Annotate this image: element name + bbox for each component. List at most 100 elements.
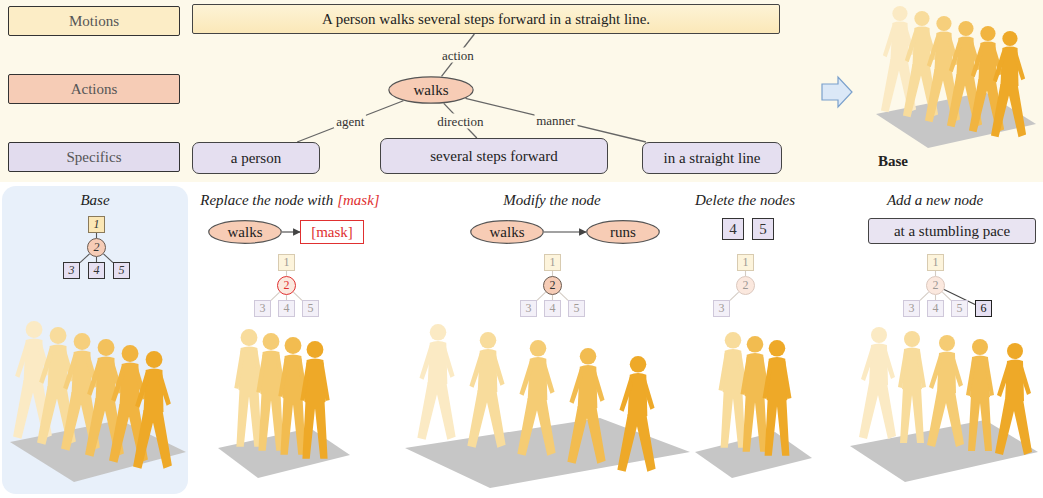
action-node: walks xyxy=(208,220,282,244)
node-text: Actions xyxy=(71,81,118,98)
figure xyxy=(517,340,555,456)
tree-node: 2 xyxy=(736,276,755,295)
action-node: walks xyxy=(470,220,544,244)
node-text: 3 xyxy=(909,301,915,316)
specific-box: several steps forward xyxy=(380,138,608,174)
node-text: 5 xyxy=(957,301,963,316)
specific-box: in a straight line xyxy=(642,142,782,174)
level-label: Specifics xyxy=(8,142,180,172)
connector xyxy=(730,292,739,300)
edge-label: agent xyxy=(334,114,366,129)
tree-node: 1 xyxy=(927,254,944,271)
mask-render xyxy=(218,329,350,478)
node-text: Motions xyxy=(69,13,119,30)
figure xyxy=(133,351,172,469)
figure xyxy=(417,324,455,440)
node-text: 1 xyxy=(94,217,100,232)
base-render-top xyxy=(876,6,1036,148)
tree-node: 1 xyxy=(88,216,105,233)
tree-node: 5 xyxy=(951,300,968,317)
figure xyxy=(859,327,896,439)
node-text: 4 xyxy=(933,301,939,316)
node-text: at a stumbling pace xyxy=(894,223,1010,240)
tree-node: 2 xyxy=(277,276,296,295)
flow-arrow xyxy=(822,77,852,107)
tree-node: 6 xyxy=(975,300,992,317)
node-text: 3 xyxy=(526,301,532,316)
node-text: 2 xyxy=(94,240,100,255)
tree-node: 4 xyxy=(88,262,105,279)
runs-render xyxy=(405,324,690,488)
node-text: 3 xyxy=(719,301,725,316)
node-text: Base xyxy=(80,192,109,209)
node-text: Specifics xyxy=(67,149,122,166)
ellipse-shape xyxy=(471,221,544,244)
new-specific-box: at a stumbling pace xyxy=(868,218,1036,244)
node-text: A person walks several steps forward in … xyxy=(322,11,650,28)
tree-node: 1 xyxy=(544,254,561,271)
add-render xyxy=(850,327,1038,482)
figure xyxy=(995,343,1032,455)
floor xyxy=(850,420,1038,482)
tree-node: 2 xyxy=(543,276,562,295)
ellipse-shape xyxy=(209,221,282,244)
tree-node: 3 xyxy=(713,300,730,317)
node-text: 3 xyxy=(69,263,75,278)
connector xyxy=(544,231,586,232)
title-text: [mask] xyxy=(337,192,380,208)
tree-node: 3 xyxy=(520,300,537,317)
edge-label: manner xyxy=(534,113,577,128)
node-text: 5 xyxy=(119,263,125,278)
tree-node: 1 xyxy=(737,254,754,271)
node-text: 4 xyxy=(94,263,100,278)
node-text: 5 xyxy=(574,301,580,316)
tree-node: 5 xyxy=(568,300,585,317)
level-label: Motions xyxy=(8,6,180,36)
panel-title: Replace the node with[mask] xyxy=(200,192,379,209)
node-text: 6 xyxy=(981,301,987,316)
figure xyxy=(991,31,1026,137)
figure xyxy=(300,341,329,459)
edge-label: direction xyxy=(435,113,485,128)
tree-node: 2 xyxy=(87,238,106,257)
node-text: walks xyxy=(228,224,263,241)
base-render xyxy=(10,321,186,482)
ellipse-shape xyxy=(587,221,660,244)
node-text: 4 xyxy=(729,221,737,238)
panel-title: Modify the node xyxy=(503,192,600,209)
tree-node: 1 xyxy=(278,254,295,271)
tree-node: 5 xyxy=(302,300,319,317)
node-text: 4 xyxy=(550,301,556,316)
node-text: 2 xyxy=(743,278,749,293)
node-text: several steps forward xyxy=(430,148,557,165)
figure xyxy=(567,348,605,464)
node-text: 2 xyxy=(284,278,290,293)
specific-box: a person xyxy=(192,142,320,174)
node-text: 2 xyxy=(933,278,939,293)
level-label: Actions xyxy=(8,74,180,104)
figure xyxy=(617,356,655,472)
floor xyxy=(695,432,812,478)
node-text: walks xyxy=(490,224,525,241)
node-text: 1 xyxy=(284,255,290,270)
panel-title: Add a new node xyxy=(887,192,983,209)
node-text: 5 xyxy=(759,221,767,238)
edge-label: action xyxy=(440,48,476,63)
deleted-node: 5 xyxy=(752,218,774,240)
node-text: runs xyxy=(610,224,636,241)
connector xyxy=(282,231,300,232)
node-text: 3 xyxy=(260,301,266,316)
node-text: 1 xyxy=(743,255,749,270)
motion-box: A person walks several steps forward in … xyxy=(192,4,780,34)
panel-title: Delete the nodes xyxy=(695,192,795,209)
node-text: 4 xyxy=(284,301,290,316)
node-text: 1 xyxy=(550,255,556,270)
tree-node: 5 xyxy=(113,262,130,279)
tree-node: 3 xyxy=(254,300,271,317)
tree-node: 4 xyxy=(278,300,295,317)
figure xyxy=(898,331,926,443)
render-label: Base xyxy=(878,153,908,170)
figure xyxy=(467,332,505,448)
